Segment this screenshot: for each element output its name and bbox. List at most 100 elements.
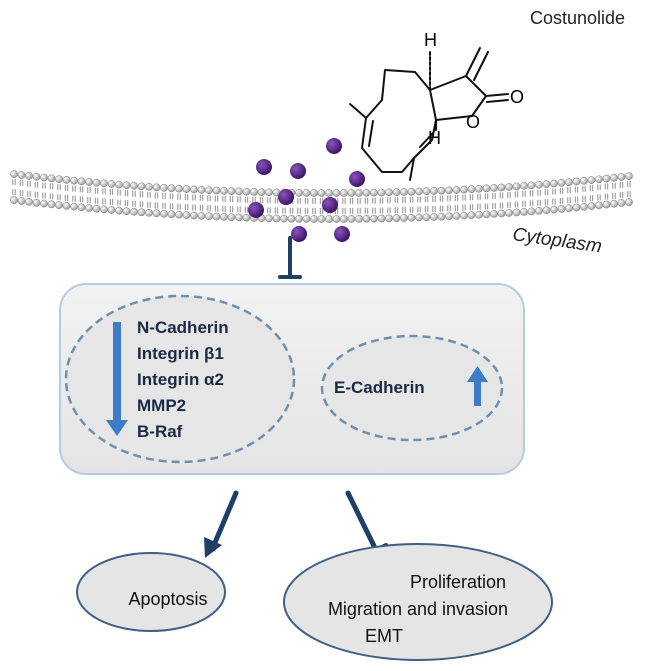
inhibited-outcomes-ellipse xyxy=(283,543,553,661)
marker-n-cadherin: N-Cadherin xyxy=(137,318,229,337)
down-arrow xyxy=(106,322,128,436)
lipid-head xyxy=(25,172,33,180)
lipid-head xyxy=(572,177,581,186)
molecule-dot xyxy=(349,171,365,187)
lipid-head xyxy=(325,215,333,223)
lipid-head xyxy=(182,211,191,219)
lipid-head xyxy=(242,213,251,222)
inhibition-arrow-membrane xyxy=(278,236,302,279)
lipid-head xyxy=(32,172,41,181)
lipid-head xyxy=(235,213,243,222)
lipid-head xyxy=(145,182,153,191)
lipid-head xyxy=(452,212,461,220)
marker-b-raf: B-Raf xyxy=(137,422,183,441)
double-bond xyxy=(419,132,434,148)
molecule-dot xyxy=(256,159,272,175)
lipid-head xyxy=(520,182,528,190)
lipid-head xyxy=(197,186,206,194)
lipid-head xyxy=(497,183,506,192)
lipid-head xyxy=(400,188,408,196)
lipid-head xyxy=(550,205,558,214)
atom-label-h-bottom: H xyxy=(428,128,441,148)
lipid-head xyxy=(152,183,161,192)
lipid-head xyxy=(145,208,153,217)
lipid-head xyxy=(310,189,318,197)
lipid-head xyxy=(70,176,78,185)
lipid-head xyxy=(490,210,498,218)
lipid-head xyxy=(85,204,93,212)
lipid-head xyxy=(167,210,176,219)
lipid-head xyxy=(445,186,453,195)
lipid-head xyxy=(340,189,348,197)
lipid-head xyxy=(467,211,476,220)
lipid-head xyxy=(190,211,198,220)
lipid-head xyxy=(40,199,48,208)
lipid-head xyxy=(355,214,363,223)
lipid-head xyxy=(505,183,513,191)
lipid-head xyxy=(512,182,521,191)
lipid-head xyxy=(557,179,566,187)
lipid-head xyxy=(610,199,618,208)
lipid-head xyxy=(205,212,213,221)
lipid-head xyxy=(565,178,573,187)
lipid-head xyxy=(55,201,63,209)
lipid-head xyxy=(107,206,116,214)
lipid-head xyxy=(625,198,633,206)
lipid-head xyxy=(107,180,116,188)
lipid-head xyxy=(122,181,131,190)
lipid-head xyxy=(85,178,93,186)
lipid-head xyxy=(595,201,603,210)
lipid-head xyxy=(400,214,408,222)
lipid-head xyxy=(32,198,41,207)
lipid-head xyxy=(130,181,138,190)
lipid-head xyxy=(370,214,378,223)
lipid-head xyxy=(535,180,543,189)
lipid-head xyxy=(302,189,311,197)
lipid-head xyxy=(527,181,536,190)
lipid-head xyxy=(430,187,438,195)
lipid-head xyxy=(580,202,588,211)
lipid-head xyxy=(362,188,371,197)
lipid-head xyxy=(10,196,18,204)
lipid-head xyxy=(250,188,258,196)
lipid-head xyxy=(175,184,183,193)
outcome-proliferation: Proliferation xyxy=(410,572,506,592)
lipid-head xyxy=(437,186,446,195)
lipid-head xyxy=(160,183,168,192)
lipid-head xyxy=(227,213,236,222)
lipid-head xyxy=(130,207,138,216)
lipid-head xyxy=(617,199,626,207)
lipid-head xyxy=(197,212,206,220)
outcome-migration-invasion: Migration and invasion xyxy=(328,599,508,619)
lipid-head xyxy=(325,189,333,197)
lipid-head xyxy=(482,210,491,219)
lipid-head xyxy=(497,209,506,218)
lipid-head xyxy=(482,184,491,193)
lipid-head xyxy=(212,186,221,195)
lipid-head xyxy=(100,179,108,188)
lipid-head xyxy=(422,187,431,196)
lipid-head xyxy=(137,182,146,191)
lipid-head xyxy=(70,202,78,211)
lipid-head xyxy=(557,205,566,213)
membrane-label: Cytoplasm xyxy=(511,224,603,257)
lipid-head xyxy=(437,212,446,221)
lipid-head xyxy=(595,175,603,184)
lipid-head xyxy=(407,213,416,222)
molecule-dot xyxy=(278,189,294,205)
molecule-dot xyxy=(290,163,306,179)
lipid-head xyxy=(55,175,63,183)
lipid-head xyxy=(280,214,288,223)
lipid-head xyxy=(220,187,228,195)
molecule-dot xyxy=(334,226,350,242)
compound-name: Costunolide xyxy=(530,8,625,28)
lipid-head xyxy=(430,213,438,221)
lipid-head xyxy=(385,214,393,223)
lipid-head xyxy=(167,184,176,193)
lipid-head xyxy=(415,213,423,222)
lipid-head xyxy=(77,177,86,186)
lipid-head xyxy=(445,212,453,221)
lipid-head xyxy=(347,189,356,197)
lipid-head xyxy=(355,188,363,197)
lipid-head xyxy=(527,207,536,216)
